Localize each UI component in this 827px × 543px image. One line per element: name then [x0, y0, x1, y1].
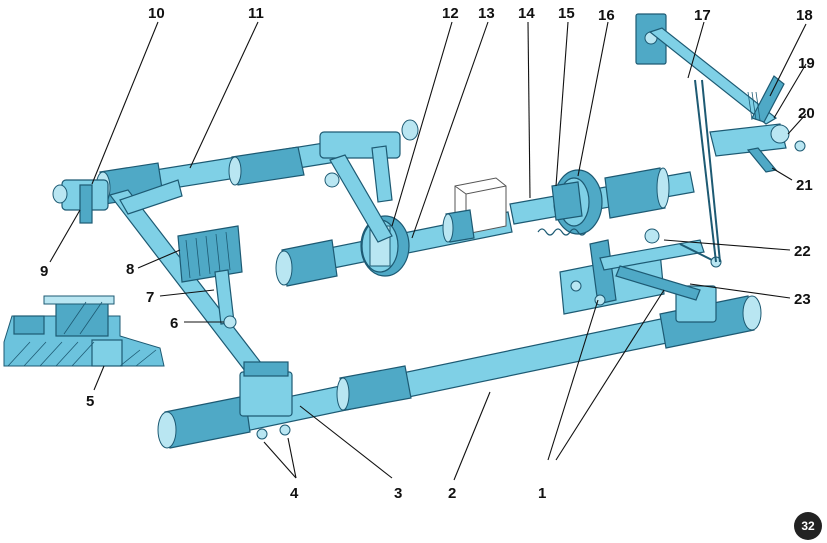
- callout-8: 8: [126, 261, 134, 278]
- leader-19: [773, 63, 807, 119]
- leader-7: [159, 289, 215, 297]
- leader-4a: [263, 441, 297, 479]
- upper-left-shaft-assembly: [52, 141, 337, 224]
- callout-13: 13: [478, 5, 495, 22]
- page-number-badge: 32: [794, 512, 822, 540]
- callout-12: 12: [442, 5, 459, 22]
- leader-20: [787, 113, 807, 135]
- callout-7: 7: [146, 289, 154, 306]
- leader-10: [91, 21, 159, 185]
- leader-15: [555, 21, 569, 187]
- callout-19: 19: [798, 55, 815, 72]
- leader-2: [453, 391, 491, 481]
- callout-1: 1: [538, 485, 546, 502]
- lower-main-shaft: [157, 285, 762, 449]
- callout-17: 17: [694, 7, 711, 24]
- callout-9: 9: [40, 263, 48, 280]
- top-right-mechanism: [635, 13, 806, 263]
- callout-2: 2: [448, 485, 456, 502]
- leader-23: [689, 283, 791, 299]
- leader-16: [577, 21, 609, 177]
- leader-1b: [555, 289, 665, 461]
- leader-lines: [49, 21, 807, 481]
- leader-13: [411, 21, 489, 239]
- callout-15: 15: [558, 5, 575, 22]
- callout-10: 10: [148, 5, 165, 22]
- callout-4: 4: [290, 485, 299, 502]
- callout-11: 11: [248, 5, 264, 22]
- page-number: 32: [801, 519, 815, 533]
- left-diagonal-link: [108, 179, 269, 381]
- callout-14: 14: [518, 5, 535, 22]
- right-lower-mechanism: [559, 228, 722, 315]
- callout-21: 21: [796, 177, 813, 194]
- leader-3: [299, 405, 393, 479]
- callout-23: 23: [794, 291, 811, 308]
- callout-labels: 1 2 3 4 5 6 7 8 9 10 11 12 13 14 15 16 1…: [40, 5, 815, 502]
- leader-9: [49, 209, 81, 263]
- callout-5: 5: [86, 393, 94, 410]
- callout-16: 16: [598, 7, 615, 24]
- leader-5: [93, 365, 105, 391]
- leader-17: [687, 21, 705, 79]
- leader-4b: [287, 437, 297, 479]
- leader-21: [771, 167, 793, 181]
- callout-22: 22: [794, 243, 811, 260]
- callout-3: 3: [394, 485, 402, 502]
- leader-22: [663, 239, 791, 251]
- middle-cam-shaft: [275, 167, 695, 287]
- callout-18: 18: [796, 7, 813, 24]
- leader-1a: [547, 299, 599, 461]
- leader-18: [769, 23, 807, 97]
- callout-6: 6: [170, 315, 178, 332]
- leader-8: [137, 249, 181, 269]
- section-detail: [3, 295, 165, 367]
- leader-11: [189, 21, 259, 169]
- leader-14: [527, 21, 531, 199]
- leader-12: [391, 21, 453, 227]
- upper-middle-linkage: [319, 119, 419, 243]
- callout-20: 20: [798, 105, 815, 122]
